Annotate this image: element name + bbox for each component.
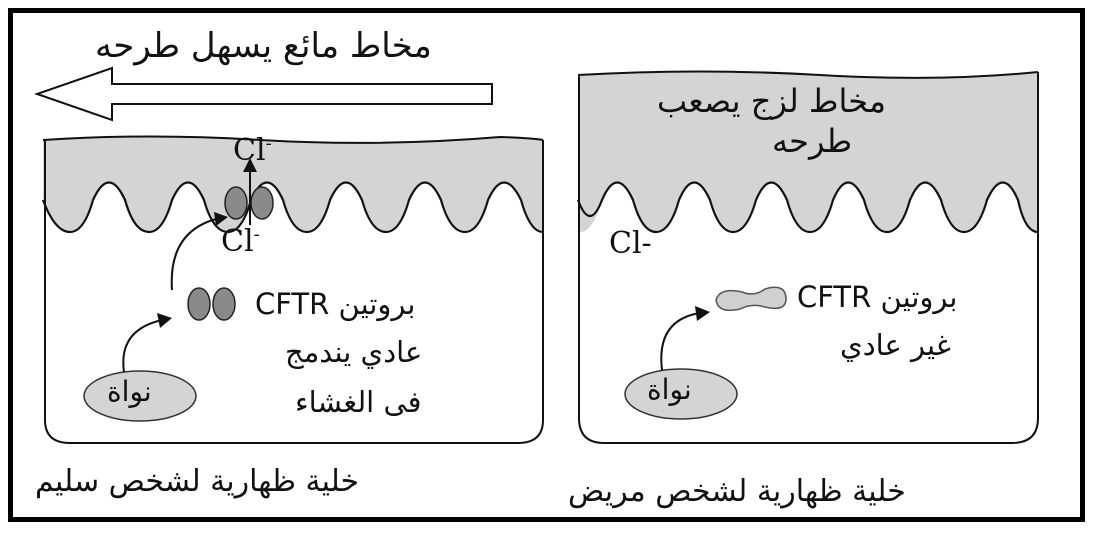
chloride-symbol: Cl bbox=[233, 133, 266, 168]
cftr-protein-left bbox=[187, 287, 211, 321]
synthesis-arrow-icon bbox=[122, 319, 163, 373]
healthy-nucleus-label: نواة bbox=[107, 375, 152, 408]
chloride-charge: - bbox=[253, 224, 260, 245]
synthesis-arrowhead-icon bbox=[157, 313, 172, 328]
healthy-mucus-layer bbox=[43, 136, 543, 232]
membrane-channel-right bbox=[250, 186, 274, 220]
healthy-membrane bbox=[41, 181, 544, 234]
sick-nucleus bbox=[624, 368, 738, 420]
sick-membrane bbox=[576, 181, 1039, 234]
flow-arrow-icon bbox=[33, 66, 493, 122]
chloride-label-outside: Cl- bbox=[233, 133, 272, 168]
sick-mucus-edge bbox=[577, 70, 1039, 79]
normal-cftr-label-line1: بروتين CFTR bbox=[255, 287, 416, 321]
healthy-cell-caption: خلية ظهارية لشخص سليم bbox=[35, 464, 360, 499]
viscous-mucus-label-line1: مخاط لزج يصعب bbox=[657, 82, 887, 120]
normal-cftr-label-line2: عادي يندمج bbox=[285, 335, 423, 369]
sick-synthesis-arrowhead-icon bbox=[695, 306, 710, 321]
cftr-protein-right bbox=[212, 287, 236, 321]
healthy-cell bbox=[33, 66, 544, 444]
fluid-mucus-label: مخاط مائع يسهل طرحه bbox=[95, 26, 432, 66]
chloride-arrowhead-icon bbox=[243, 158, 257, 172]
chloride-symbol: Cl bbox=[221, 224, 254, 259]
chloride-label-inside: Cl- bbox=[221, 224, 260, 259]
abnormal-cftr-label-line2: غير عادي bbox=[840, 328, 951, 362]
insertion-arrow-icon bbox=[170, 217, 221, 291]
healthy-cell-body bbox=[44, 140, 544, 444]
healthy-mucus-edge bbox=[42, 135, 544, 144]
sick-cell-caption: خلية ظهارية لشخص مريض bbox=[568, 474, 906, 509]
sick-cell bbox=[576, 70, 1039, 444]
healthy-nucleus bbox=[83, 370, 197, 422]
sick-nucleus-label: نواة bbox=[647, 373, 692, 406]
sick-chloride-label: Cl- bbox=[609, 226, 652, 261]
sick-cell-body bbox=[578, 72, 1039, 444]
sick-mucus-layer bbox=[578, 71, 1038, 232]
sick-synthesis-arrow-icon bbox=[660, 312, 701, 371]
normal-cftr-label-line3: فى الغشاء bbox=[295, 385, 422, 419]
abnormal-cftr-label-line1: بروتين CFTR bbox=[797, 280, 958, 314]
chloride-charge: - bbox=[265, 133, 272, 154]
membrane-channel-left bbox=[224, 186, 248, 220]
abnormal-cftr-protein bbox=[715, 286, 787, 312]
insertion-arrowhead-icon bbox=[214, 212, 228, 226]
viscous-mucus-label-line2: طرحه bbox=[772, 122, 853, 160]
